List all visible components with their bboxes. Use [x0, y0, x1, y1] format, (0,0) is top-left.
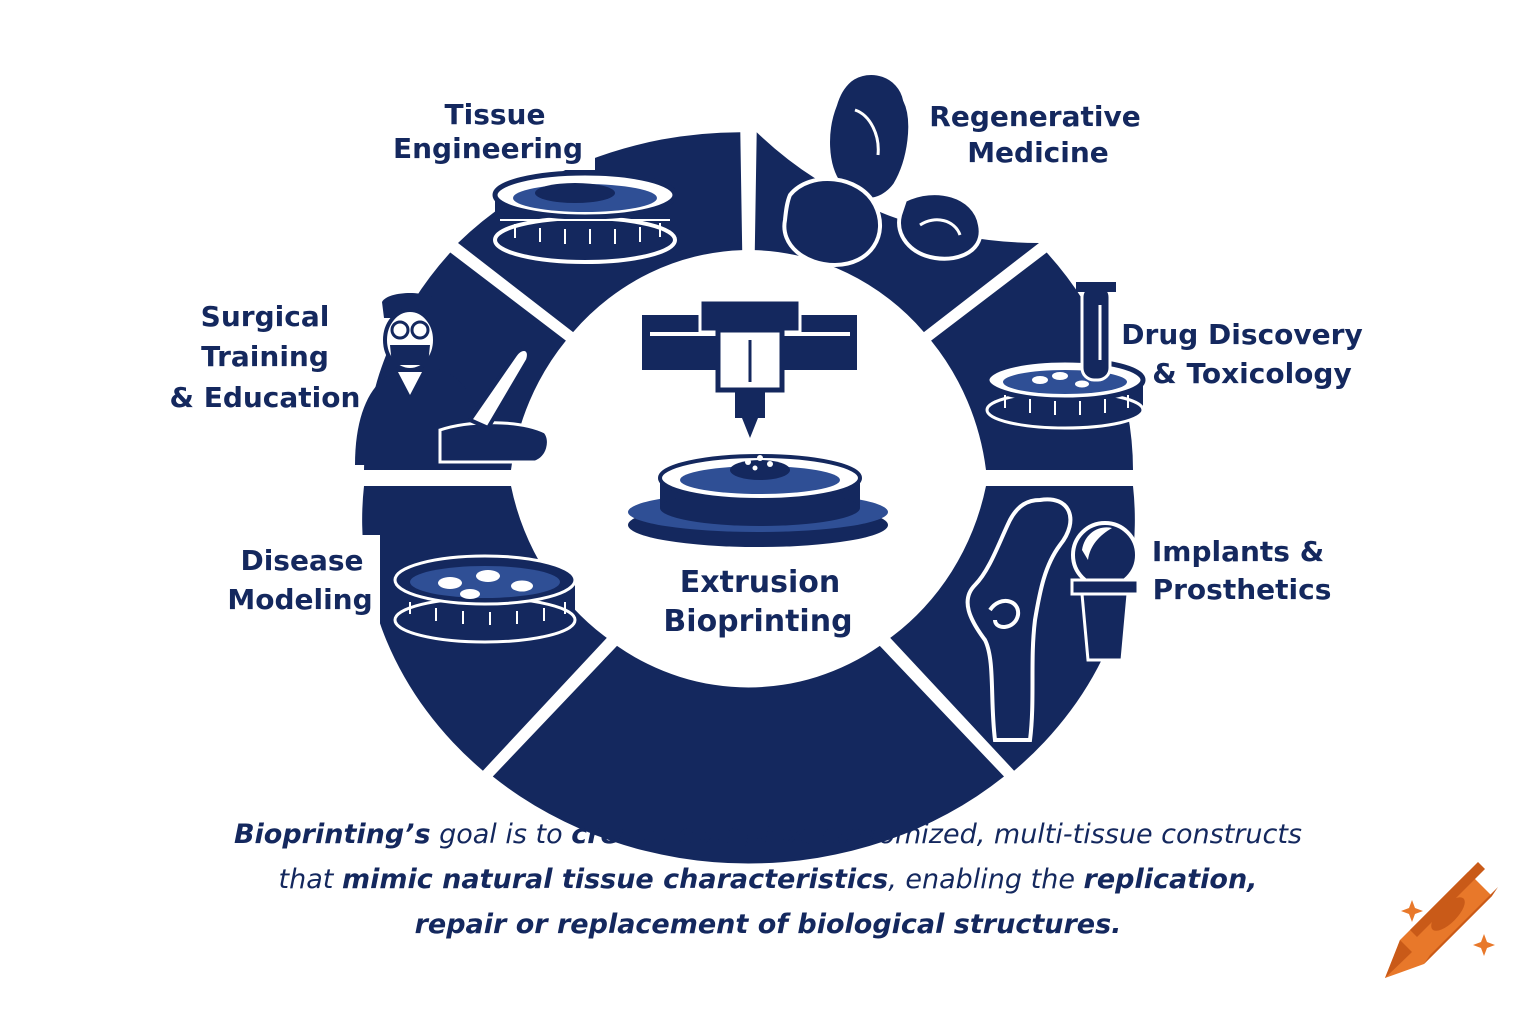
- label-tissue-line2: Engineering: [393, 132, 583, 165]
- label-surgical-line2: Training: [201, 340, 329, 373]
- segment-labels: Tissue Engineering Regenerative Medicine…: [170, 98, 1363, 616]
- label-implants-line1: Implants &: [1152, 535, 1324, 568]
- center-label-line1: Extrusion: [680, 565, 840, 600]
- surgeon-scalpel-icon: [355, 293, 550, 465]
- label-disease-line1: Disease: [240, 544, 363, 577]
- label-surgical-line1: Surgical: [201, 300, 330, 333]
- caption-text: , customized, multi-tissue constructs: [804, 819, 1303, 850]
- caption-text: goal is to: [430, 819, 572, 850]
- caption-text: that: [278, 864, 342, 895]
- caption-bold: mimic natural tissue characteristics: [341, 864, 889, 895]
- label-drug-line2: & Toxicology: [1152, 357, 1351, 390]
- caption-line-3: repair or replacement of biological stru…: [150, 902, 1386, 947]
- label-regen-line1: Regenerative: [929, 100, 1140, 133]
- label-backgrounds: [160, 90, 1370, 625]
- caption-text: , enabling the: [888, 864, 1084, 895]
- organs-icon: [782, 70, 983, 268]
- caption-line-1: Bioprinting’s goal is to create complex,…: [150, 812, 1386, 857]
- label-disease-line2: Modeling: [227, 583, 372, 616]
- caption-bold: repair or replacement of biological stru…: [414, 909, 1122, 940]
- caption-bold: create complex: [571, 819, 805, 850]
- ring-segment-bottom: [492, 645, 1004, 864]
- caption-line-2: that mimic natural tissue characteristic…: [150, 857, 1386, 902]
- hip-implant-icon: [965, 497, 1140, 742]
- caption-bold: Bioprinting’s: [233, 819, 431, 850]
- bioprinter-icon: [628, 298, 888, 547]
- crayon-logo-icon: [1385, 862, 1498, 978]
- label-drug-line1: Drug Discovery: [1121, 318, 1362, 351]
- caption: Bioprinting’s goal is to create complex,…: [150, 812, 1386, 947]
- label-implants-line2: Prosthetics: [1153, 573, 1332, 606]
- petri-dish-tissue-icon: [492, 170, 678, 264]
- label-regen-line2: Medicine: [967, 136, 1109, 169]
- caption-bold: replication,: [1083, 864, 1258, 895]
- cell-culture-dish-icon: [393, 554, 577, 644]
- center-label-line2: Bioprinting: [663, 604, 852, 639]
- test-tube-dish-icon: [984, 282, 1146, 430]
- ring-segment-regen: [754, 132, 1039, 333]
- label-surgical-line3: & Education: [170, 381, 361, 414]
- label-tissue-line1: Tissue: [445, 98, 546, 131]
